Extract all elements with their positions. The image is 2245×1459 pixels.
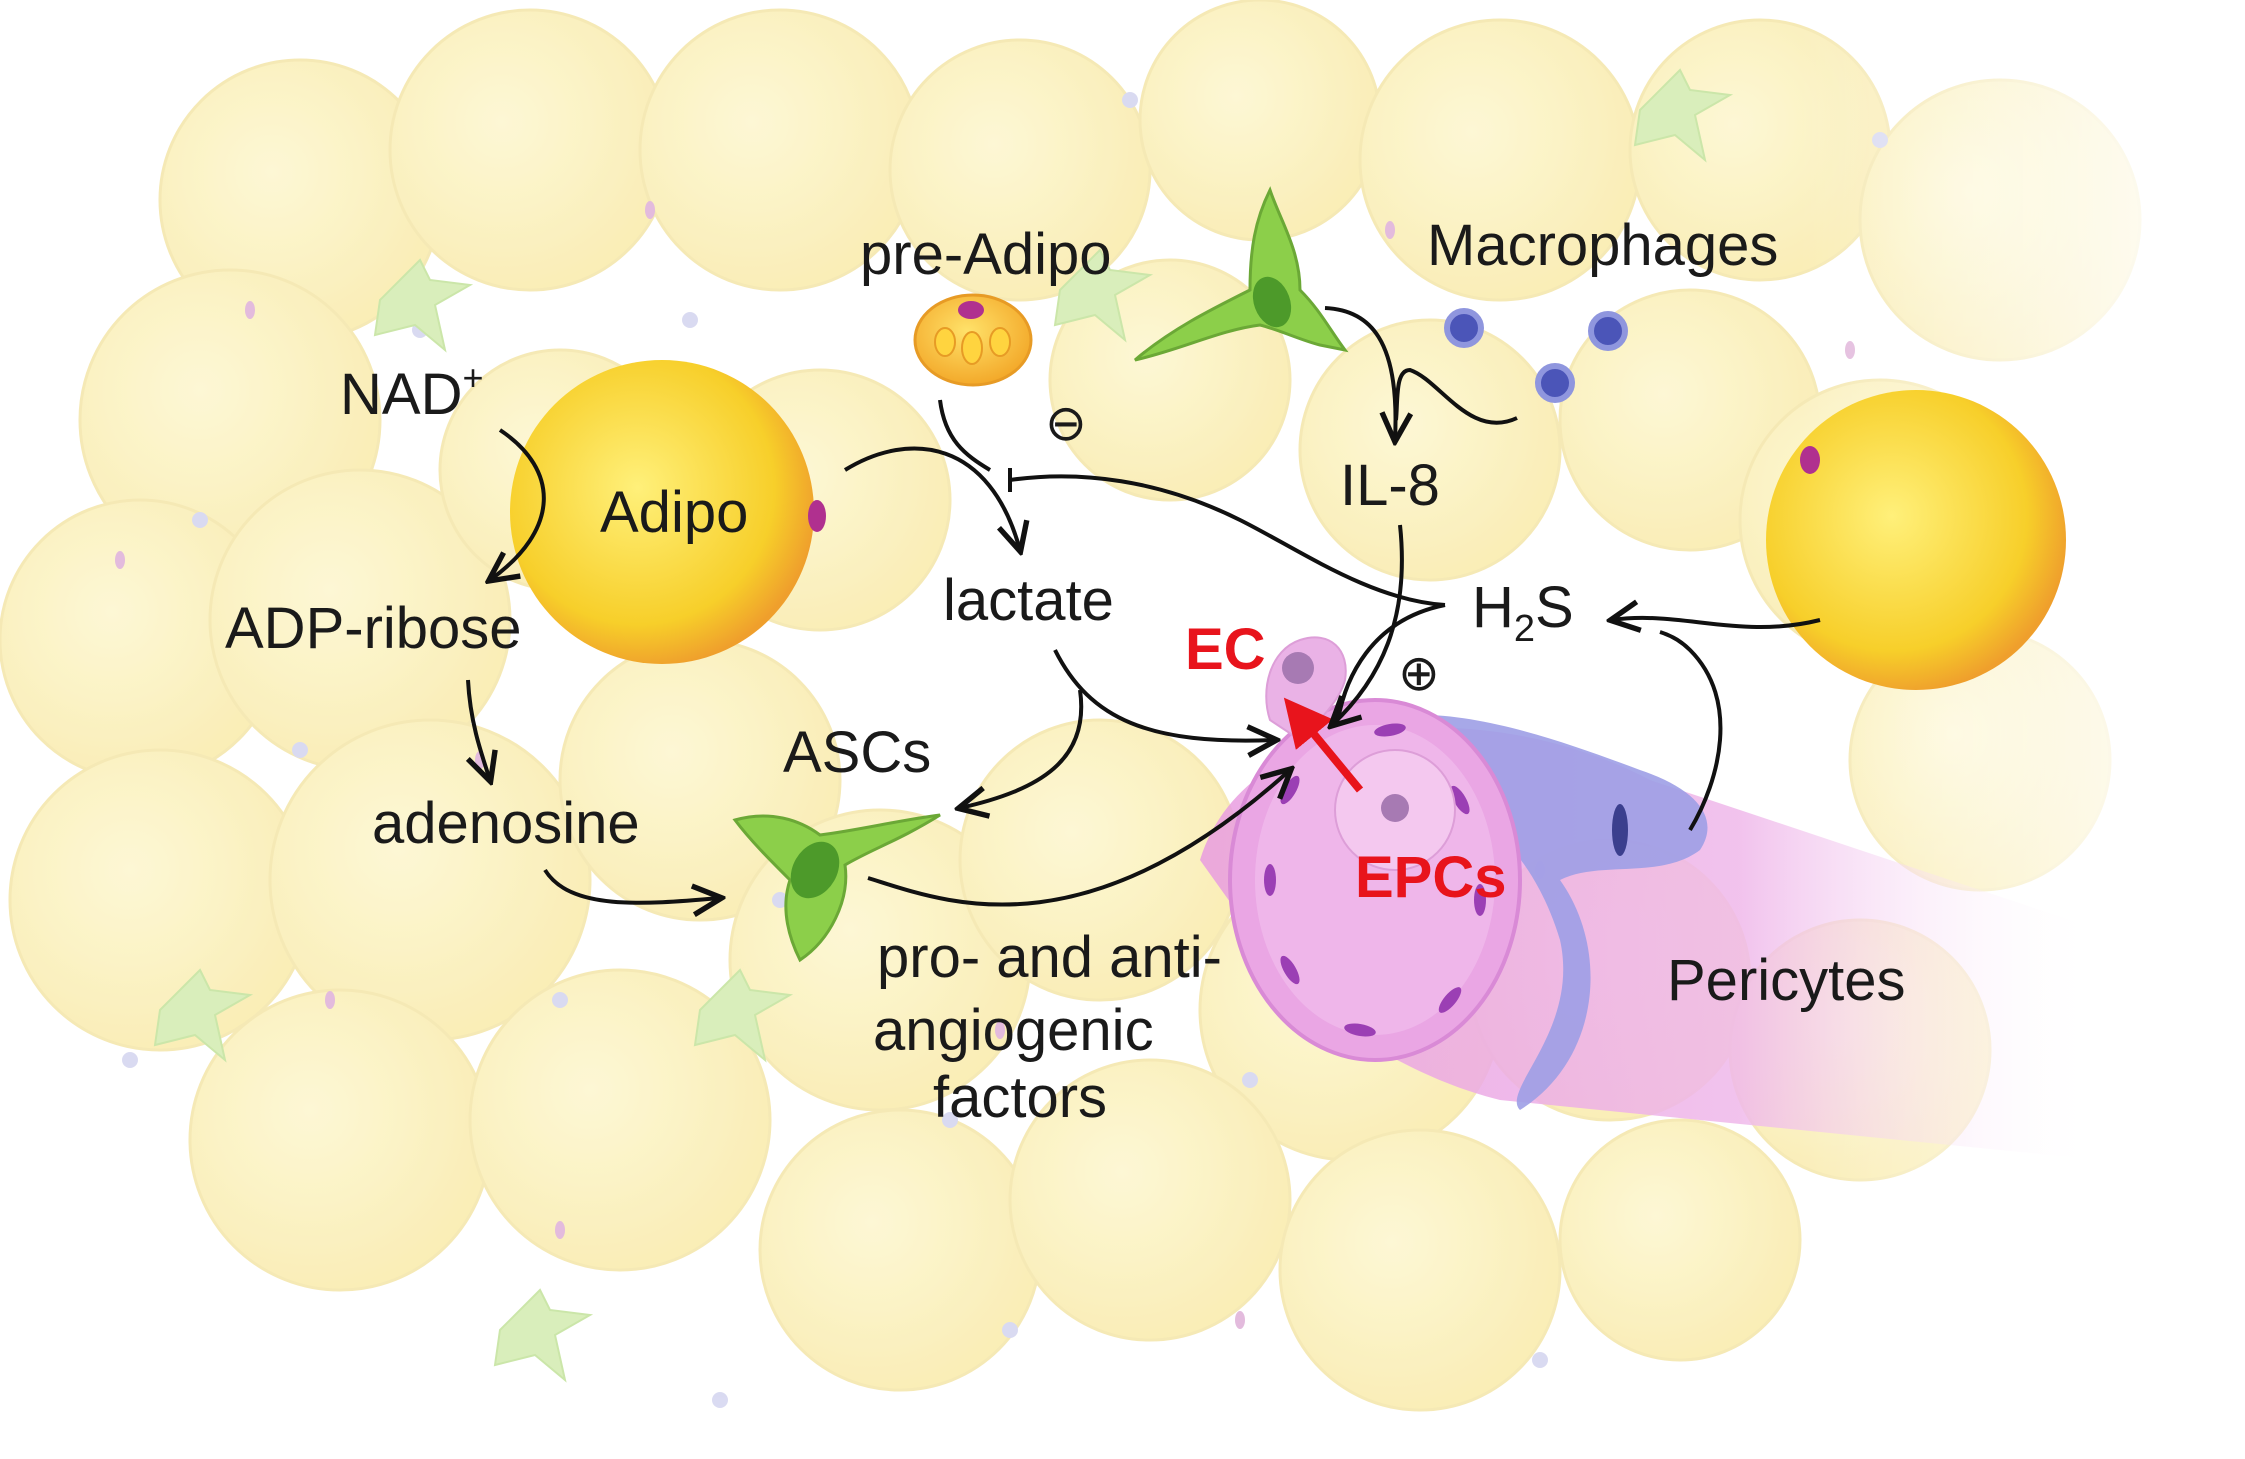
- label-nad: NAD+: [340, 357, 484, 427]
- labels: NAD+ ADP-ribose adenosine Adipo pre-Adip…: [225, 213, 1906, 1130]
- label-ec: EC: [1185, 617, 1266, 682]
- adipocyte-main: [510, 360, 826, 664]
- macrophage-3: [1535, 363, 1575, 403]
- pre-adipocyte: [913, 293, 1033, 387]
- arrow-pericyte-to-h2s: [1659, 630, 1723, 832]
- label-pericytes: Pericytes: [1667, 948, 1906, 1013]
- promote-symbol: ⊕: [1398, 644, 1440, 702]
- arrow-h2s-to-ec: [1336, 603, 1446, 721]
- label-pre-adipo: pre-Adipo: [860, 222, 1111, 287]
- arrow-il8-to-ec: [1332, 524, 1404, 725]
- label-adipo: Adipo: [600, 480, 748, 545]
- adipocyte-nucleus: [808, 500, 826, 532]
- label-epcs: EPCs: [1355, 845, 1507, 910]
- asc-cell: [732, 813, 941, 963]
- label-il8: IL-8: [1340, 453, 1440, 518]
- arrow-macrophage-squiggle: [1394, 367, 1518, 425]
- blood-vessel: [1200, 636, 2100, 1160]
- label-h2s: H2S: [1472, 575, 1574, 650]
- arrow-asc-factors-to-ec: [867, 770, 1290, 907]
- arrow-lactate-to-ec: [1053, 649, 1275, 741]
- arrow-h2s-inhibits-lactate: [1009, 474, 1446, 607]
- arrow-adipo-right-to-h2s: [1612, 618, 1821, 627]
- label-lactate: lactate: [943, 568, 1114, 633]
- arrow-lactate-to-ascs: [960, 689, 1084, 808]
- background-fat-tissue: [0, 0, 2142, 1412]
- macrophages: [1444, 308, 1628, 403]
- arrow-nad-to-adp-ribose: [490, 428, 546, 580]
- macrophage-1: [1444, 308, 1484, 348]
- inhibit-symbol: ⊖: [1045, 394, 1087, 452]
- stromal-cell-top: [1134, 186, 1349, 362]
- arrow-adenosine-to-asc: [543, 868, 720, 903]
- ec-differentiation-arrow: [1283, 697, 1364, 793]
- label-factors-line1: pro- and anti-: [877, 925, 1222, 990]
- arrow-preadipo-to-lactate: [938, 399, 992, 472]
- label-macrophages: Macrophages: [1427, 213, 1778, 278]
- arrow-adipo-to-lactate: [843, 446, 1020, 550]
- label-adp-ribose: ADP-ribose: [225, 596, 522, 661]
- arrow-adp-ribose-to-adenosine: [468, 679, 490, 780]
- adipocyte-right: [1766, 390, 2066, 690]
- label-factors-line3: factors: [933, 1065, 1107, 1130]
- macrophage-2: [1588, 311, 1628, 351]
- pathway-arrows: [468, 306, 1821, 907]
- label-factors-line2: angiogenic: [873, 998, 1154, 1063]
- label-ascs: ASCs: [783, 720, 931, 785]
- label-adenosine: adenosine: [372, 791, 640, 856]
